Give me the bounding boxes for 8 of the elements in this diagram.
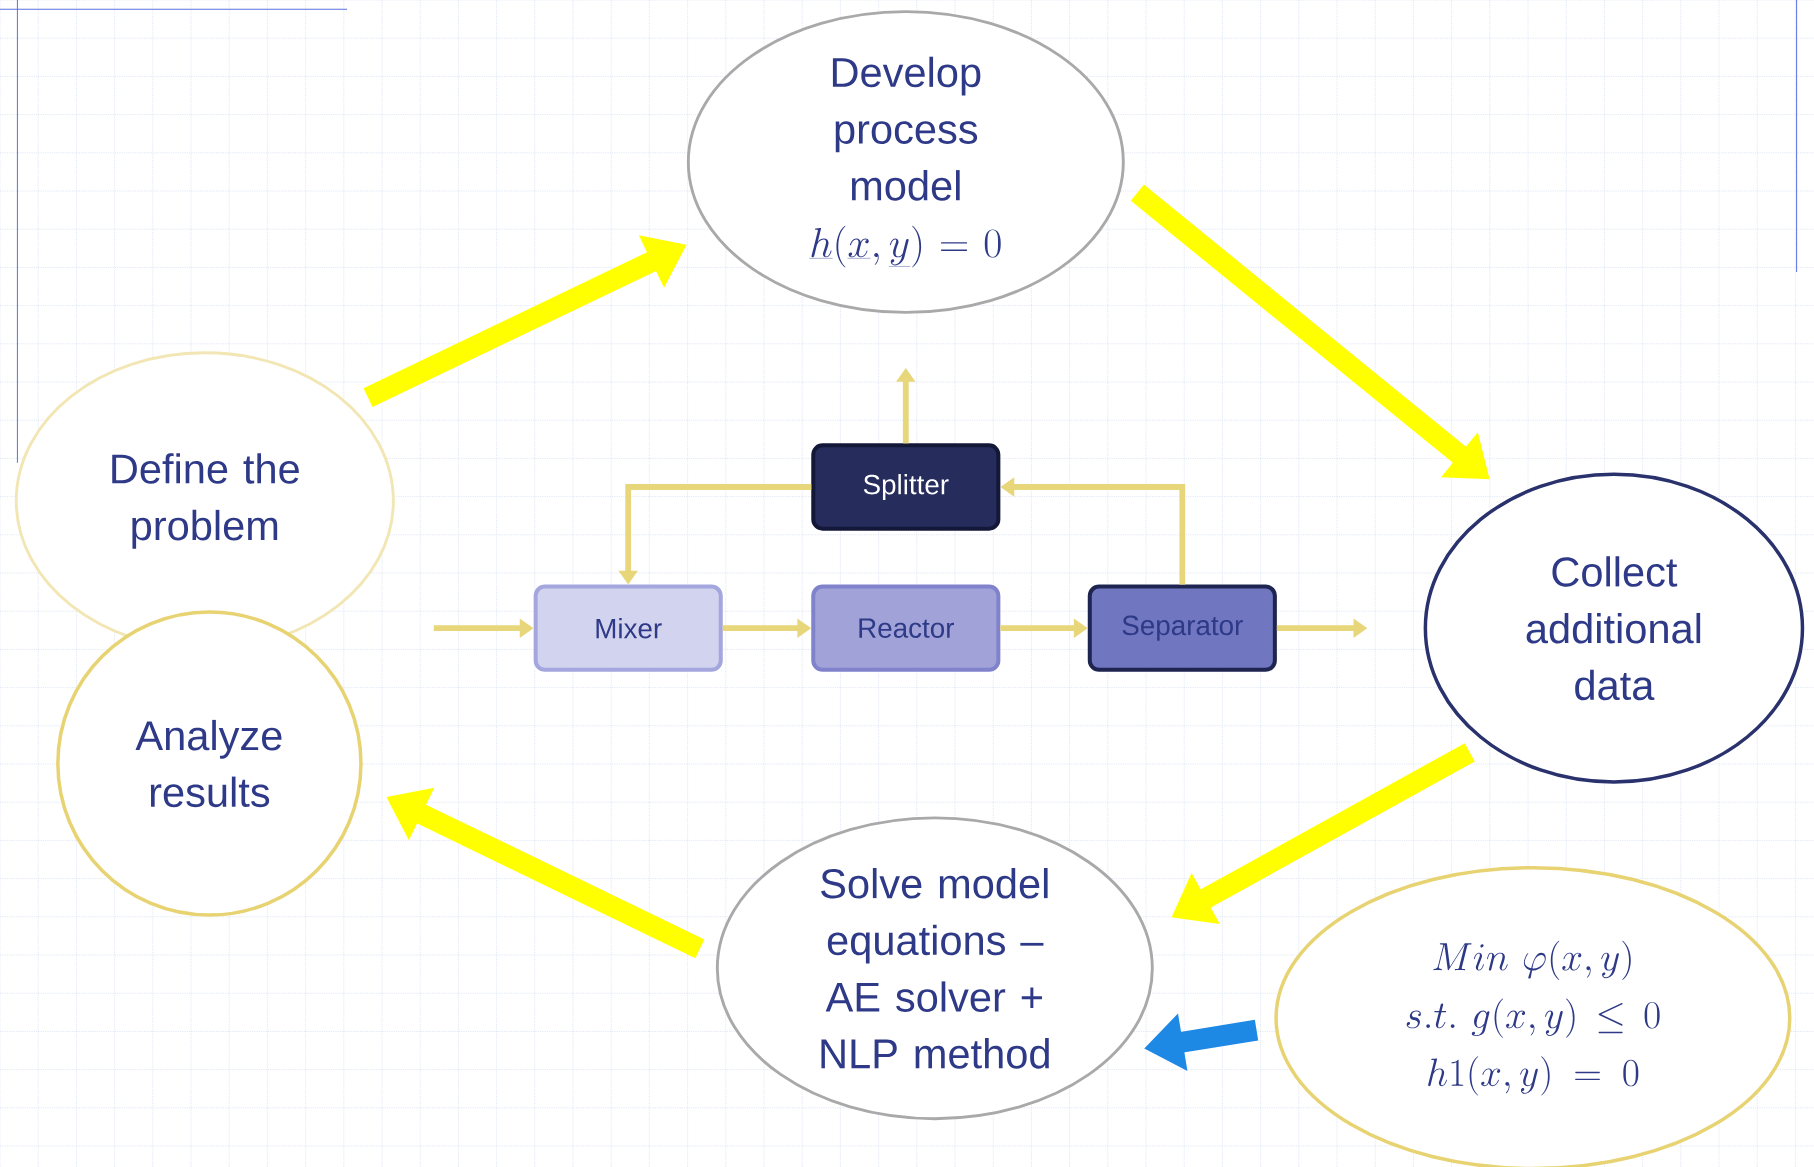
unit-box: Reactor xyxy=(811,584,1001,672)
node-label: $Min\ \varphi(x,y)$ xyxy=(1433,940,1631,980)
unit-box: Splitter xyxy=(811,443,1001,531)
node-label: $h1(x,y) = 0$ xyxy=(1428,1056,1639,1096)
unit-box: Separator xyxy=(1087,584,1277,672)
node-label: $s.t.\ g(x,y) \leq 0$ xyxy=(1406,998,1660,1038)
node-label: Collect additional data xyxy=(1526,556,1701,701)
unit-box: Mixer xyxy=(533,584,723,672)
